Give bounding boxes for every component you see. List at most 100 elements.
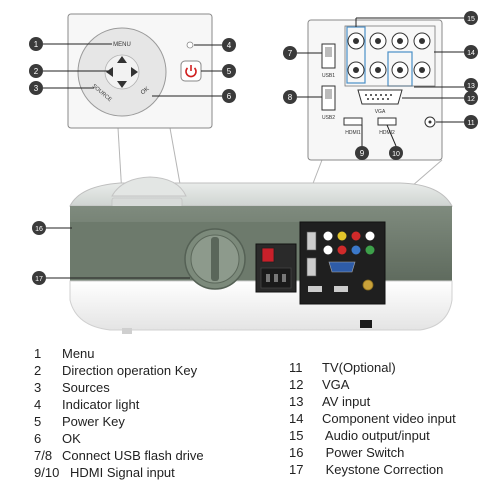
control-panel-inset: MENU SOURCE OK bbox=[67, 13, 213, 129]
svg-text:6: 6 bbox=[227, 92, 232, 101]
usb2-label: USB2 bbox=[322, 115, 335, 121]
callout-3: 3 bbox=[29, 81, 43, 95]
callout-14: 14 bbox=[464, 45, 478, 59]
callout-17: 17 bbox=[32, 271, 46, 285]
callout-8: 8 bbox=[283, 90, 297, 104]
legend-text: Audio output/input bbox=[322, 428, 430, 443]
svg-text:2: 2 bbox=[34, 67, 39, 76]
svg-text:13: 13 bbox=[467, 83, 475, 90]
rca-port-2 bbox=[369, 32, 387, 50]
callout-7: 7 bbox=[283, 46, 297, 60]
svg-text:16: 16 bbox=[35, 226, 43, 233]
legend-text: Direction operation Key bbox=[62, 363, 198, 378]
legend-text: Connect USB flash drive bbox=[62, 448, 204, 463]
rca-port-4 bbox=[413, 32, 431, 50]
svg-text:1: 1 bbox=[34, 40, 39, 49]
legend-text: Component video input bbox=[322, 411, 456, 426]
legend-item-vga: 12 VGA bbox=[289, 377, 349, 393]
callout-6: 6 bbox=[222, 89, 236, 103]
legend-number: 14 bbox=[289, 411, 304, 426]
legend-number: 15 bbox=[289, 428, 304, 443]
indicator-light bbox=[186, 41, 194, 49]
arrow-right-icon bbox=[131, 67, 138, 77]
hdmi1-port bbox=[343, 117, 363, 126]
svg-text:15: 15 bbox=[467, 16, 475, 23]
legend-item-hdmi: 9/10 HDMI Signal input bbox=[34, 465, 175, 481]
callout-11: 11 bbox=[464, 115, 478, 129]
legend-text: AV input bbox=[322, 394, 371, 409]
arrow-down-icon bbox=[117, 81, 127, 88]
legend-text: Menu bbox=[62, 346, 95, 361]
callout-13: 13 bbox=[464, 78, 478, 92]
callout-markers: 1 2 3 4 5 6 7 8 9 10 11 12 13 14 15 16 1… bbox=[29, 11, 478, 285]
rca-port-1 bbox=[347, 32, 365, 50]
rca-port-5 bbox=[347, 61, 365, 79]
legend-item-ok: 6 OK bbox=[34, 431, 81, 447]
callout-5: 5 bbox=[222, 64, 236, 78]
legend-text: Indicator light bbox=[62, 397, 140, 412]
legend-text: Keystone Correction bbox=[322, 462, 444, 477]
legend-item-indicator: 4 Indicator light bbox=[34, 397, 139, 413]
hdmi2-port bbox=[377, 117, 397, 126]
callout-1: 1 bbox=[29, 37, 43, 51]
legend-number: 9/10 bbox=[34, 465, 60, 480]
svg-text:5: 5 bbox=[227, 67, 232, 76]
legend-number: 7/8 bbox=[34, 448, 53, 463]
ok-key-label: OK bbox=[140, 86, 150, 96]
callout-4: 4 bbox=[222, 38, 236, 52]
svg-text:7: 7 bbox=[288, 49, 293, 58]
legend-text: Power Key bbox=[62, 414, 125, 429]
hdmi1-label: HDMI1 bbox=[345, 130, 361, 136]
legend-text: Power Switch bbox=[322, 445, 405, 460]
legend-item-keystone: 17 Keystone Correction bbox=[289, 462, 443, 478]
legend-text: VGA bbox=[322, 377, 350, 392]
callout-9: 9 bbox=[355, 146, 369, 160]
io-panel-inset: USB1 USB2 VGA HDMI1 HDMI2 bbox=[307, 19, 443, 161]
legend-item-audio: 15 Audio output/input bbox=[289, 428, 430, 444]
svg-text:10: 10 bbox=[392, 151, 400, 158]
keystone-dial bbox=[184, 228, 246, 290]
legend-number: 13 bbox=[289, 394, 304, 409]
legend-number: 6 bbox=[34, 431, 42, 446]
callout-leaders bbox=[43, 17, 464, 279]
projector-body bbox=[69, 176, 453, 334]
lens-hood bbox=[111, 176, 187, 197]
legend-item-menu: 1 Menu bbox=[34, 346, 95, 362]
legend-item-direction: 2 Direction operation Key bbox=[34, 363, 197, 379]
rca-port-7 bbox=[391, 61, 409, 79]
legend-item-component: 14 Component video input bbox=[289, 411, 456, 427]
usb1-label: USB1 bbox=[322, 73, 335, 79]
legend-text: OK bbox=[62, 431, 81, 446]
svg-text:4: 4 bbox=[227, 41, 232, 50]
menu-key-label: MENU bbox=[113, 42, 131, 48]
legend-item-power-key: 5 Power Key bbox=[34, 414, 125, 430]
rca-port-3 bbox=[391, 32, 409, 50]
legend-number: 12 bbox=[289, 377, 304, 392]
legend-number: 11 bbox=[289, 360, 303, 375]
callout-16: 16 bbox=[32, 221, 46, 235]
svg-text:14: 14 bbox=[467, 50, 475, 57]
svg-text:3: 3 bbox=[34, 84, 39, 93]
legend-number: 5 bbox=[34, 414, 42, 429]
rear-io-panel bbox=[299, 221, 386, 305]
svg-text:8: 8 bbox=[288, 93, 293, 102]
rca-port-6 bbox=[369, 61, 387, 79]
callout-15: 15 bbox=[464, 11, 478, 25]
vga-port bbox=[357, 89, 403, 105]
legend-number: 4 bbox=[34, 397, 42, 412]
legend-number: 16 bbox=[289, 445, 304, 460]
svg-text:12: 12 bbox=[467, 96, 475, 103]
legend-number: 3 bbox=[34, 380, 42, 395]
legend-text: HDMI Signal input bbox=[70, 465, 175, 480]
legend-item-av: 13 AV input bbox=[289, 394, 370, 410]
hdmi2-label: HDMI2 bbox=[379, 130, 395, 136]
legend-number: 1 bbox=[34, 346, 42, 361]
rca-port-8 bbox=[413, 61, 431, 79]
callout-10: 10 bbox=[389, 146, 403, 160]
legend-number: 2 bbox=[34, 363, 42, 378]
